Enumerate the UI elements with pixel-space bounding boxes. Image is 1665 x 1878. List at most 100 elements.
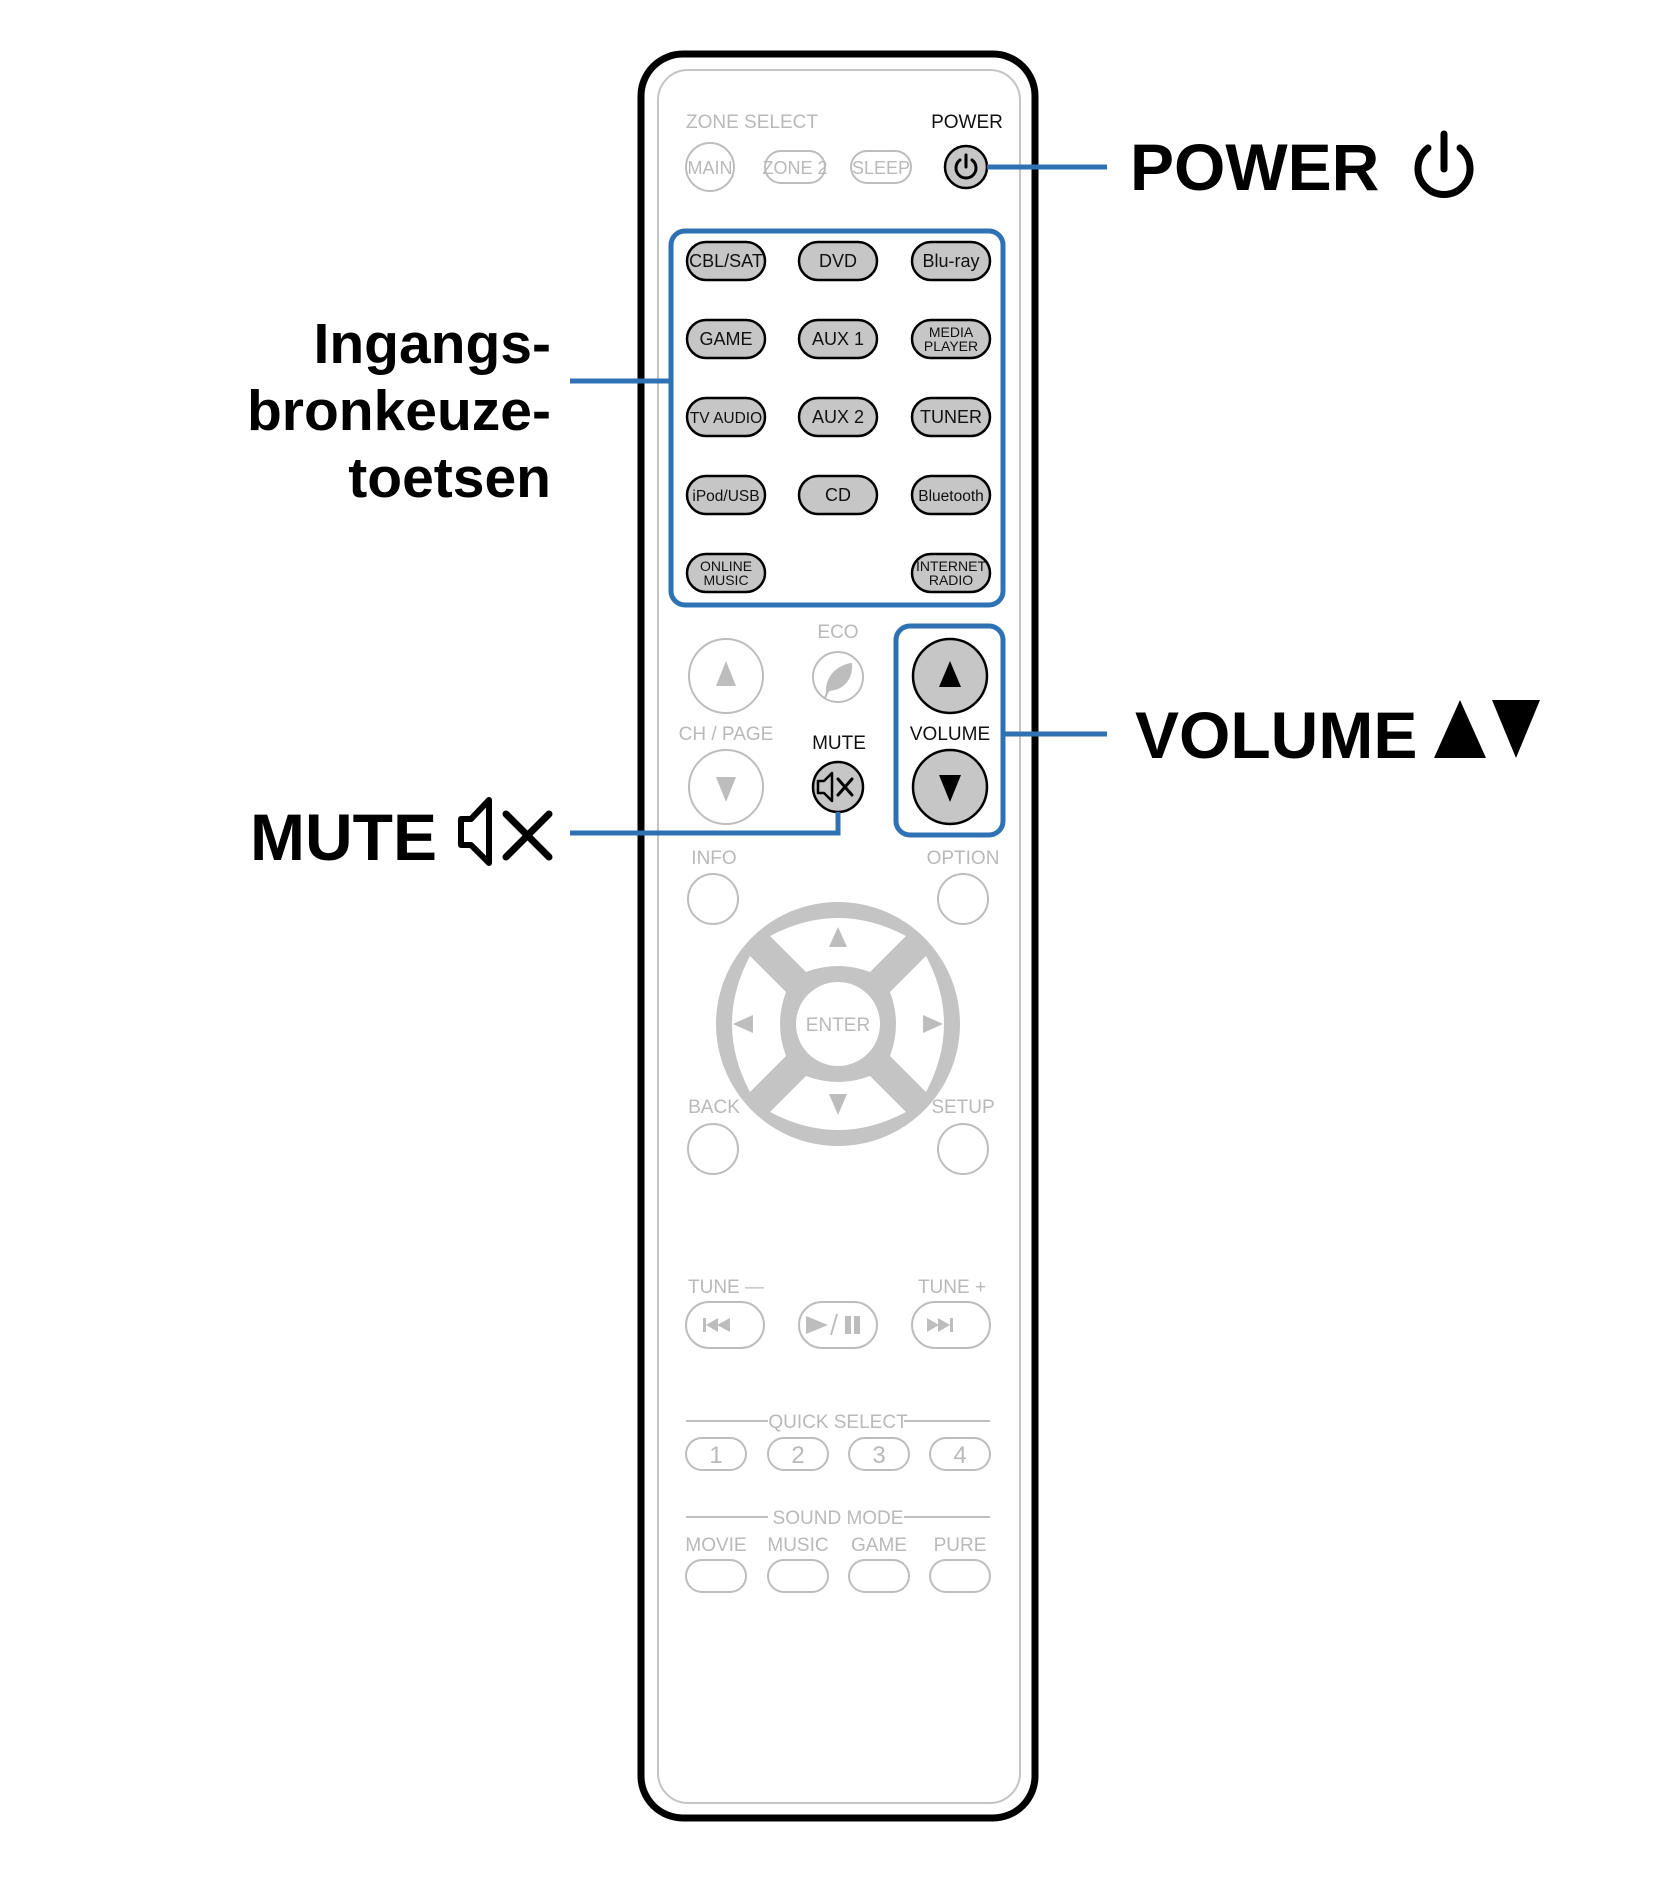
zone-button-zone2[interactable]: ZONE 2 — [762, 150, 828, 184]
quick-select-button-3-label: 3 — [872, 1442, 885, 1469]
input-button-blu-ray-label: Blu-ray — [922, 251, 979, 271]
sound-mode-pure-button[interactable] — [929, 1559, 991, 1593]
quick-select-button-1-label: 1 — [709, 1442, 722, 1469]
input-button-cbl-sat[interactable]: CBL/SAT — [685, 240, 767, 282]
zone-button-main[interactable]: MAIN — [685, 142, 735, 192]
tune-minus-label: TUNE — — [688, 1277, 764, 1298]
input-button-online-music-label-line1: ONLINE — [700, 558, 752, 574]
input-callout-line3: toetsen — [348, 446, 551, 510]
volume-highlight — [893, 623, 1006, 838]
mute-label: MUTE — [812, 733, 866, 754]
navigation-pad: ENTER — [716, 902, 960, 1146]
sound-mode-movie-label: MOVIE — [685, 1535, 746, 1556]
info-label: INFO — [691, 848, 736, 869]
ch-page-label: CH / PAGE — [679, 724, 774, 745]
eco-button[interactable] — [812, 651, 864, 703]
input-button-cd-label: CD — [825, 485, 851, 505]
nav-up-icon — [829, 927, 847, 947]
back-button[interactable] — [687, 1123, 739, 1175]
enter-label: ENTER — [806, 1015, 870, 1036]
input-button-tv-audio[interactable]: TV AUDIO — [685, 396, 767, 438]
quick-select-button-3[interactable]: 3 — [848, 1437, 910, 1471]
input-button-bluetooth-label: Bluetooth — [918, 488, 984, 505]
volume-down-button[interactable] — [911, 748, 989, 826]
info-button[interactable] — [687, 873, 739, 925]
power-callout-label: POWER — [1130, 130, 1379, 204]
mute-callout-line — [570, 812, 841, 836]
next-track-button[interactable] — [911, 1301, 991, 1349]
nav-right-button[interactable] — [890, 956, 944, 1092]
input-button-dvd-label: DVD — [819, 251, 857, 271]
eco-label: ECO — [817, 622, 858, 643]
play-pause-icon — [806, 1313, 860, 1336]
input-button-media-player-label-line2: PLAYER — [924, 338, 978, 354]
input-button-ipod-usb-label: iPod/USB — [692, 488, 759, 505]
mute-button[interactable] — [811, 760, 865, 814]
input-button-aux-2[interactable]: AUX 2 — [797, 396, 879, 438]
input-button-media-player-label-line1: MEDIA — [929, 324, 974, 340]
zone-select-label: ZONE SELECT — [686, 112, 818, 133]
setup-label: SETUP — [931, 1097, 994, 1118]
skip-back-icon — [703, 1318, 730, 1332]
input-button-bluetooth[interactable]: Bluetooth — [910, 474, 992, 516]
input-button-dvd[interactable]: DVD — [797, 240, 879, 282]
quick-select-button-1[interactable]: 1 — [685, 1437, 747, 1471]
previous-track-button[interactable] — [685, 1301, 765, 1349]
input-button-tuner[interactable]: TUNER — [910, 396, 992, 438]
power-icon — [954, 153, 978, 180]
input-button-game[interactable]: GAME — [685, 318, 767, 360]
nav-left-icon — [733, 1015, 753, 1033]
input-button-blu-ray[interactable]: Blu-ray — [910, 240, 992, 282]
mute-icon — [816, 771, 854, 803]
tune-plus-label: TUNE + — [918, 1277, 986, 1298]
power-label: POWER — [931, 112, 1003, 133]
power-callout-icon — [1414, 130, 1474, 198]
input-button-tv-audio-label: TV AUDIO — [690, 410, 762, 427]
sleep-button[interactable]: SLEEP — [850, 150, 912, 184]
skip-forward-icon — [927, 1318, 953, 1332]
input-button-cd[interactable]: CD — [797, 474, 879, 516]
input-button-cbl-sat-label: CBL/SAT — [689, 251, 763, 271]
quick-select-button-2-label: 2 — [791, 1442, 804, 1469]
mute-callout-label: MUTE — [250, 800, 437, 874]
zone-button-zone2-label: ZONE 2 — [762, 158, 827, 178]
sound-mode-game-button[interactable] — [848, 1559, 910, 1593]
nav-down-icon — [829, 1094, 847, 1115]
sound-mode-movie-button[interactable] — [685, 1559, 747, 1593]
input-callout-line1: Ingangs- — [314, 312, 552, 376]
input-button-ipod-usb[interactable]: iPod/USB — [685, 474, 767, 516]
power-button[interactable] — [943, 144, 989, 190]
option-button[interactable] — [937, 873, 989, 925]
volume-down-icon — [939, 775, 961, 802]
volume-up-button[interactable] — [911, 637, 989, 715]
sound-mode-music-button[interactable] — [767, 1559, 829, 1593]
input-button-aux-1-label: AUX 1 — [812, 329, 864, 349]
zone-button-main-label: MAIN — [688, 158, 733, 178]
input-button-internet-radio-label-line2: RADIO — [929, 572, 973, 588]
nav-left-button[interactable] — [732, 956, 786, 1092]
nav-right-icon — [923, 1015, 943, 1033]
volume-callout-down-icon — [1492, 700, 1540, 758]
ch-page-down-button[interactable] — [688, 749, 764, 825]
option-label: OPTION — [927, 848, 1000, 869]
quick-select-buttons: 1 2 3 4 — [685, 1437, 991, 1471]
input-button-game-label: GAME — [699, 329, 752, 349]
input-button-aux-2-label: AUX 2 — [812, 407, 864, 427]
volume-up-icon — [939, 661, 961, 687]
input-button-aux-1[interactable]: AUX 1 — [797, 318, 879, 360]
sound-mode-music-label: MUSIC — [767, 1535, 828, 1556]
quick-select-button-2[interactable]: 2 — [767, 1437, 829, 1471]
remote-inner-border — [657, 69, 1021, 1804]
quick-select-button-4[interactable]: 4 — [929, 1437, 991, 1471]
enter-button[interactable] — [796, 982, 880, 1066]
setup-button[interactable] — [937, 1123, 989, 1175]
input-callout-line2: bronkeuze- — [247, 379, 551, 443]
mute-callout-icon — [458, 797, 553, 866]
play-pause-button[interactable] — [798, 1301, 878, 1349]
ch-page-up-button[interactable] — [688, 638, 764, 714]
